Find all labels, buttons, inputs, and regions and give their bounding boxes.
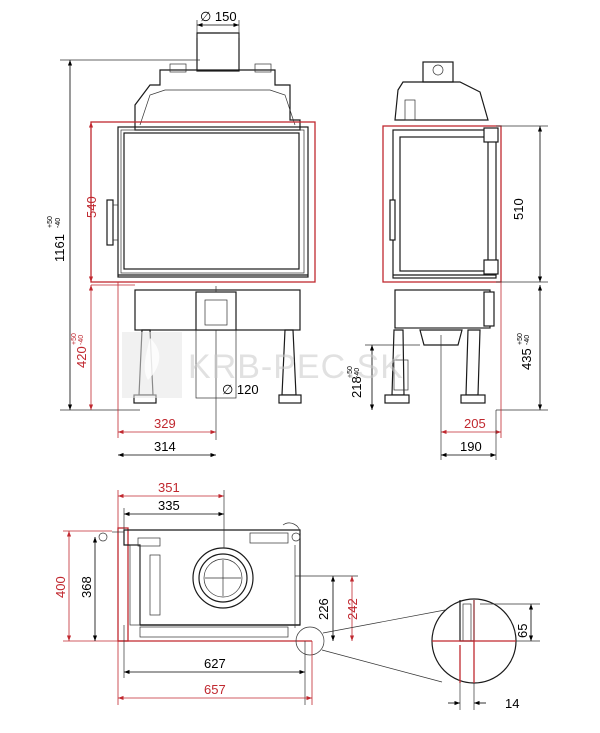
- detail-height-65-label: 65: [515, 624, 530, 638]
- detail-view: [321, 598, 517, 684]
- height-242-label: 242: [345, 598, 360, 620]
- base-height-label: 420: [74, 346, 89, 368]
- top-view: [98, 522, 325, 656]
- flue-diameter-label: ∅ 150: [200, 9, 237, 24]
- height-400-label: 400: [53, 576, 68, 598]
- detail-width-14-label: 14: [505, 696, 519, 711]
- depth-190-label: 190: [460, 439, 482, 454]
- side-view: [382, 61, 502, 404]
- door-handle: [106, 199, 114, 246]
- detail-callout-circle: [295, 626, 325, 656]
- height-368-label: 368: [79, 576, 94, 598]
- side-base-height-label: 435: [519, 348, 534, 370]
- front-door: [117, 126, 309, 278]
- top-flue-ring: [192, 547, 254, 609]
- width-351-label: 351: [158, 480, 180, 495]
- side-base-tol-minus: -40: [524, 335, 531, 345]
- width-335-label: 335: [158, 498, 180, 513]
- flue-collar: [196, 32, 240, 72]
- side-base: [394, 289, 491, 329]
- top-dimensions: 351 335 400 368 226 242 627 657: [53, 480, 360, 705]
- side-door: [392, 129, 497, 279]
- front-dimensions: ∅ 150 1161 +50 -40 540 420 +50 -40 ∅ 120…: [47, 9, 259, 458]
- side-base-tol-plus: +50: [517, 333, 524, 345]
- intake-box: [195, 291, 237, 331]
- watermark-text: KRB-PEC.SK: [188, 348, 404, 386]
- width-657-label: 657: [204, 682, 226, 697]
- top-body: [123, 529, 301, 626]
- width-627-label: 627: [204, 656, 226, 671]
- intake-tol-plus: +50: [347, 366, 354, 378]
- intake-height-label: 218: [349, 376, 364, 398]
- height-226-label: 226: [316, 598, 331, 620]
- intake-diameter-label: ∅ 120: [222, 382, 259, 397]
- watermark: KRB-PEC.SK: [122, 332, 404, 398]
- depth-205-label: 205: [464, 416, 486, 431]
- side-frame: [382, 125, 502, 283]
- total-height-label: 1161: [52, 234, 67, 262]
- base-height-tol-minus: -40: [78, 335, 85, 345]
- side-door-height-label: 510: [511, 198, 526, 220]
- base-height-tol-plus: +50: [71, 333, 78, 345]
- width-329-label: 329: [154, 416, 176, 431]
- door-height-label: 540: [84, 196, 99, 218]
- total-height-tol-plus: +50: [47, 216, 54, 228]
- intake-tol-minus: -40: [354, 368, 361, 378]
- side-dimensions: 510 435 +50 -40 218 +50 -40 205 190: [347, 125, 548, 460]
- front-top-housing: [134, 69, 301, 131]
- total-height-tol-minus: -40: [55, 218, 62, 228]
- width-314-label: 314: [154, 439, 176, 454]
- side-top-housing: [394, 81, 489, 121]
- detail-dimensions: 65 14: [448, 603, 540, 711]
